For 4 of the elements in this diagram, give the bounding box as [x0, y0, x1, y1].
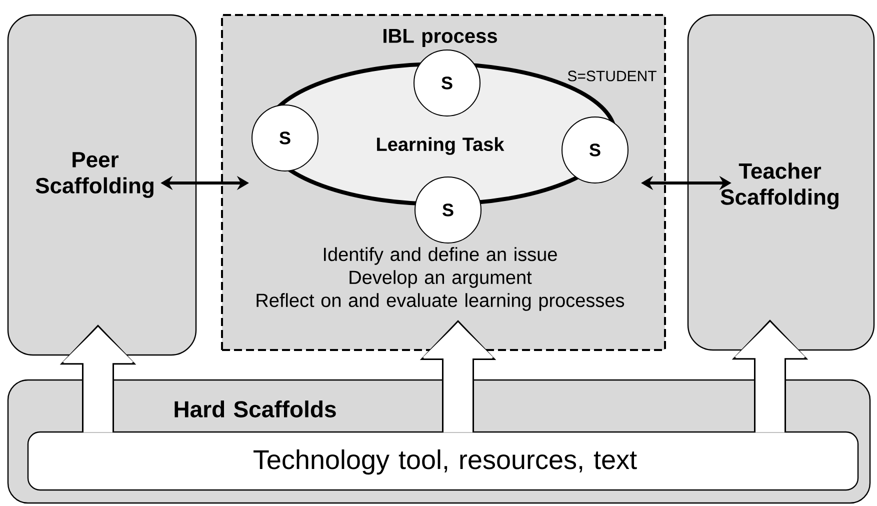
- rounded-box: Teacher Scaffolding: [687, 14, 875, 351]
- text-box: Technology tool, resources, text: [27, 431, 859, 491]
- step-list: Identify and define an issue Develop an argument Reflect on and evaluate learning processes: [256, 247, 624, 311]
- rounded-box: Peer Scaffolding: [7, 14, 197, 356]
